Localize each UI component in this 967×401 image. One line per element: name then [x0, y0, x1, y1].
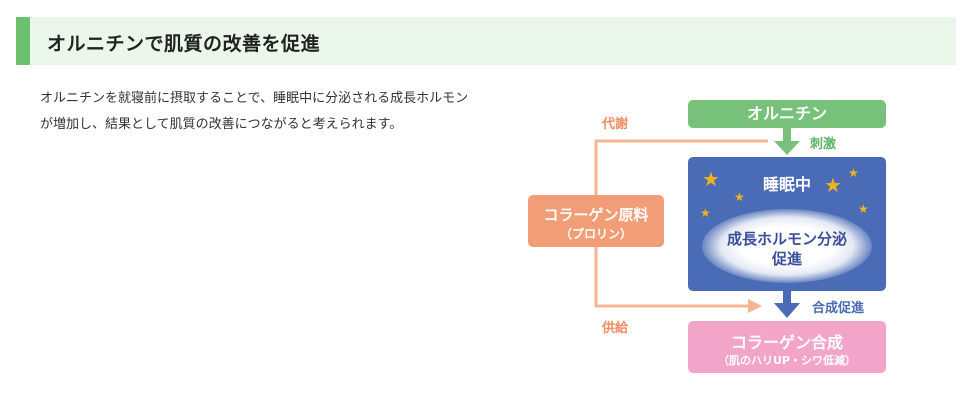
- synthesis-arrowhead: [774, 303, 800, 318]
- star-icon: ★: [700, 206, 711, 220]
- star-icon: ★: [848, 166, 859, 180]
- sleep-box: ★ ★ ★ ★ ★ ★ 睡眠中 成長ホルモン分泌 促進: [688, 157, 886, 291]
- star-icon: ★: [734, 190, 745, 204]
- metabolism-label: 代謝: [602, 117, 629, 132]
- collagen-synthesis-box: コラーゲン合成 （肌のハリUP・シワ低減）: [688, 321, 886, 373]
- collagen-raw-label: コラーゲン原料: [543, 206, 649, 224]
- stimulus-label: 刺激: [810, 137, 837, 152]
- section-header: オルニチンで肌質の改善を促進: [16, 17, 956, 65]
- star-icon: ★: [702, 167, 720, 191]
- collagen-synthesis-label: コラーゲン合成: [730, 333, 843, 352]
- collagen-raw-sub: （プロリン）: [559, 227, 632, 241]
- synthesis-promotion-label: 合成促進: [812, 301, 865, 316]
- stimulus-arrowhead: [774, 141, 800, 155]
- collagen-raw-box: コラーゲン原料 （プロリン）: [528, 195, 664, 247]
- sleep-label: 睡眠中: [762, 175, 811, 194]
- hormone-line-1: 成長ホルモン分泌: [726, 230, 847, 248]
- ornithine-diagram: オルニチン 刺激 ★ ★ ★ ★ ★ ★ 睡眠中 成長ホルモン分泌 促進 合成促…: [520, 95, 900, 385]
- hormone-text: 成長ホルモン分泌 促進: [688, 229, 886, 269]
- supply-arrowhead: [748, 299, 762, 313]
- glow-shape: [702, 209, 872, 283]
- star-icon: ★: [824, 173, 842, 197]
- section-title: オルニチンで肌質の改善を促進: [47, 33, 321, 55]
- collagen-synthesis-sub: （肌のハリUP・シワ低減）: [718, 354, 856, 367]
- supply-label: 供給: [602, 321, 629, 336]
- star-icon: ★: [858, 202, 869, 216]
- ornithine-box: オルニチン: [688, 100, 886, 128]
- body-text: オルニチンを就寝前に摂取することで、睡眠中に分泌される成長ホルモンが増加し、結果…: [40, 91, 469, 132]
- hormone-line-2: 促進: [771, 250, 802, 268]
